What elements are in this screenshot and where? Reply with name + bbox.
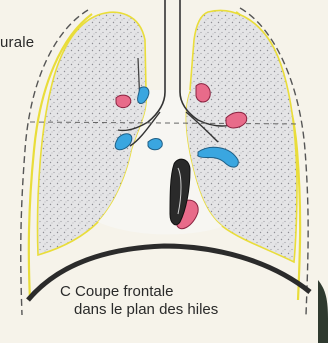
abdominal-organ-edge — [318, 280, 328, 343]
pulmonary-vein-right-upper — [196, 84, 210, 102]
caption-line2: dans le plan des hiles — [60, 301, 218, 319]
caption-letter: C — [60, 283, 71, 300]
pulmonary-artery-center — [148, 139, 162, 150]
caption-line1: Coupe frontale — [75, 283, 173, 300]
pulmonary-vein-left-upper — [116, 95, 131, 108]
label-pleurale-fragment: urale — [0, 34, 34, 51]
caption: C Coupe frontale dans le plan des hiles — [60, 283, 218, 319]
